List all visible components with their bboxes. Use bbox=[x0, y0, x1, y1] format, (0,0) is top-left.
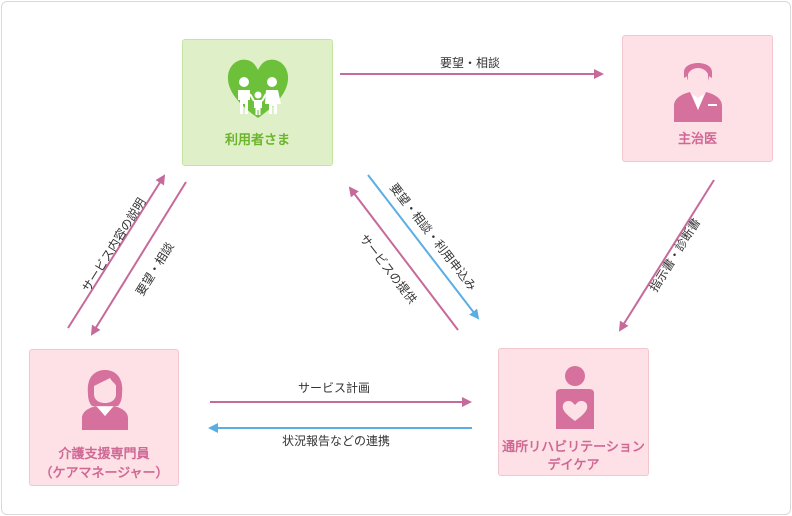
node-doctor-label: 主治医 bbox=[677, 132, 717, 147]
node-user: 利用者さま bbox=[182, 39, 333, 166]
node-care-manager: 介護支援専門員 （ケアマネージャー） bbox=[29, 349, 179, 486]
node-day-care-label-line1: 通所リハビリテーション bbox=[502, 440, 645, 455]
arrow-user-to-daycare bbox=[367, 174, 480, 320]
arrow-caremanager-to-user bbox=[67, 174, 166, 329]
edge-label-daycare-to-caremanager: 状況報告などの連携 bbox=[282, 434, 391, 448]
heart-person-icon bbox=[556, 366, 594, 429]
node-care-manager-label-line1: 介護支援専門員 bbox=[58, 447, 150, 462]
node-doctor: 主治医 bbox=[622, 35, 773, 162]
arrow-user-to-caremanager bbox=[90, 181, 187, 336]
node-care-manager-label-line2: （ケアマネージャー） bbox=[39, 466, 169, 481]
family-icon bbox=[227, 59, 289, 118]
edge-label-user-to-doctor: 要望・相談 bbox=[440, 56, 501, 70]
care-manager-icon bbox=[82, 370, 128, 430]
edge-label-caremanager-to-daycare: サービス計画 bbox=[298, 381, 371, 395]
arrow-daycare-to-user bbox=[348, 186, 459, 331]
node-user-label: 利用者さま bbox=[224, 133, 290, 148]
node-day-care: 通所リハビリテーション デイケア bbox=[498, 348, 649, 476]
node-day-care-label-line2: デイケア bbox=[547, 458, 600, 473]
doctor-icon bbox=[674, 63, 722, 122]
arrow-doctor-to-daycare bbox=[618, 179, 715, 332]
